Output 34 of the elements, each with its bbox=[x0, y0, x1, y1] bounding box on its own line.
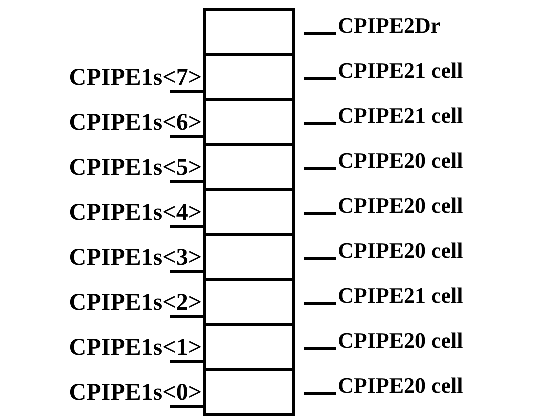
signal-label: CPIPE1s<2> bbox=[69, 290, 202, 316]
signal-label: CPIPE1s<3> bbox=[69, 245, 202, 271]
cell-box bbox=[203, 188, 295, 236]
connector-line bbox=[170, 226, 203, 228]
cell-box bbox=[203, 8, 295, 56]
connector-line bbox=[170, 316, 203, 318]
cell-box bbox=[203, 53, 295, 101]
cell-box bbox=[203, 98, 295, 146]
connector-line bbox=[170, 360, 203, 364]
connector-line bbox=[170, 180, 203, 184]
cell-label: CPIPE21 cell bbox=[338, 59, 464, 83]
signal-label: CPIPE1s<1> bbox=[69, 335, 202, 361]
cell-box bbox=[203, 368, 295, 416]
connector-line bbox=[170, 406, 203, 408]
cell-box bbox=[203, 143, 295, 191]
signal-label: CPIPE1s<0> bbox=[69, 380, 202, 406]
cell-label: CPIPE20 cell bbox=[338, 194, 464, 218]
cell-label: CPIPE20 cell bbox=[338, 374, 464, 398]
cell-box bbox=[203, 323, 295, 371]
cell-label: CPIPE21 cell bbox=[338, 284, 464, 308]
cell-label: CPIPE20 cell bbox=[338, 149, 464, 173]
cell-label: CPIPE2Dr bbox=[338, 14, 441, 38]
signal-label: CPIPE1s<6> bbox=[69, 110, 202, 136]
cell-box bbox=[203, 278, 295, 326]
cell-label: CPIPE21 cell bbox=[338, 104, 464, 128]
connector-line bbox=[170, 136, 203, 138]
signal-label: CPIPE1s<7> bbox=[69, 65, 202, 91]
cell-label: CPIPE20 cell bbox=[338, 239, 464, 263]
connector-line bbox=[170, 270, 203, 274]
cell-label: CPIPE20 cell bbox=[338, 329, 464, 353]
signal-label: CPIPE1s<5> bbox=[69, 155, 202, 181]
cell-box bbox=[203, 233, 295, 281]
connector-line bbox=[170, 90, 203, 94]
signal-label: CPIPE1s<4> bbox=[69, 200, 202, 226]
